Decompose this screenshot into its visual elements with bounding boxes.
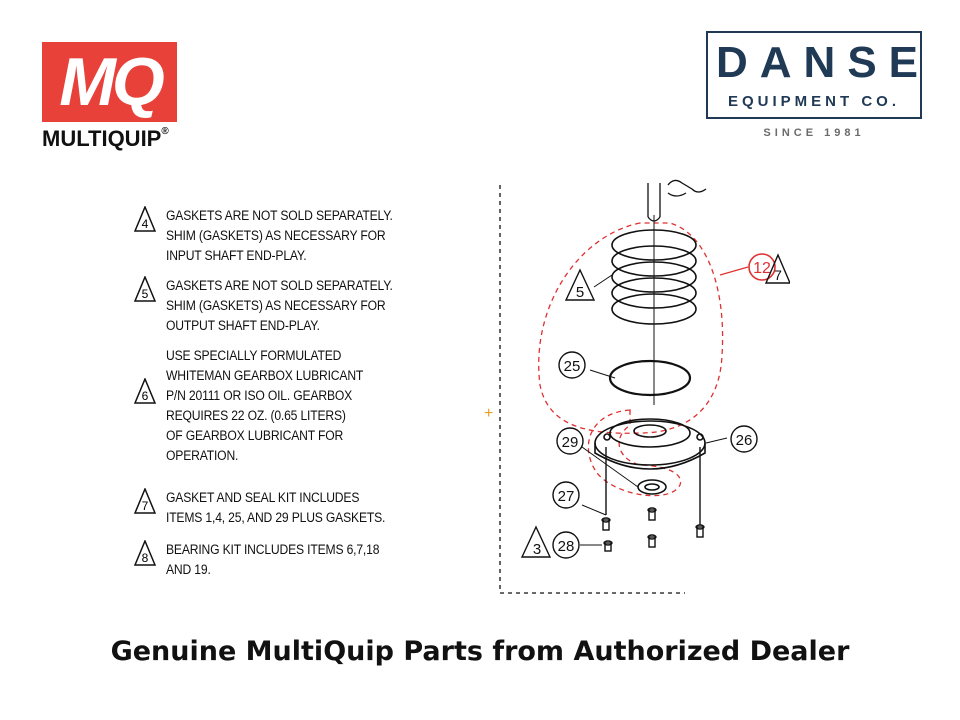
danse-name: DANSE: [716, 38, 931, 87]
danse-equipment-logo: DANSE EQUIPMENT CO. SINCE 1981: [706, 31, 928, 143]
danse-logo-border: [706, 31, 922, 119]
svg-text:28: 28: [558, 538, 575, 555]
o-ring-25: [608, 359, 692, 397]
callout-26: 26: [730, 425, 758, 453]
svg-text:5: 5: [576, 284, 584, 301]
callout-triangle-3: 3: [520, 525, 552, 558]
note-triangle-icon: 7: [134, 488, 156, 514]
plus-marker: +: [484, 405, 493, 422]
svg-text:7: 7: [142, 499, 149, 513]
callout-leader-lines: [580, 369, 728, 546]
note-text: GASKETS ARE NOT SOLD SEPARATELY. SHIM (G…: [166, 278, 393, 333]
note-triangle-icon: 8: [134, 540, 156, 566]
svg-text:6: 6: [142, 389, 149, 403]
callout-29: 29: [556, 427, 584, 455]
note-triangle-icon: 6: [134, 378, 156, 404]
svg-text:25: 25: [564, 358, 581, 375]
multiquip-wordmark: MULTIQUIP®: [42, 126, 169, 152]
danse-since: SINCE 1981: [763, 127, 865, 139]
svg-text:3: 3: [533, 541, 541, 558]
callout-triangle-7: 7: [764, 253, 790, 284]
svg-text:29: 29: [562, 434, 579, 451]
cap-screws: [601, 447, 705, 552]
bearing-cover-plate-26: [594, 418, 706, 470]
kit-group-outline-upper: [538, 222, 724, 434]
svg-text:27: 27: [558, 488, 575, 505]
note-text: GASKET AND SEAL KIT INCLUDES ITEMS 1,4, …: [166, 490, 386, 525]
note-triangle-icon: 5: [134, 276, 156, 302]
input-shaft-fragment: [647, 179, 707, 222]
gearbox-exploded-diagram: +: [484, 179, 790, 594]
mq-red-badge: [42, 42, 177, 122]
note-text: GASKETS ARE NOT SOLD SEPARATELY. SHIM (G…: [166, 208, 393, 263]
callout-12: 12: [748, 253, 776, 281]
callout-27: 27: [552, 481, 580, 509]
svg-text:26: 26: [736, 432, 753, 449]
mq-logo-letters: MQ: [59, 44, 165, 120]
svg-text:5: 5: [142, 287, 149, 301]
footer-tagline: Genuine MultiQuip Parts from Authorized …: [110, 636, 850, 667]
diagram-border-dashed-line: [499, 185, 685, 594]
registered-mark: ®: [161, 126, 169, 137]
shim-gasket-stack: [611, 215, 697, 405]
callout-28: 28: [552, 531, 580, 559]
multiquip-logo: MQ MULTIQUIP®: [42, 42, 182, 152]
callout-25: 25: [558, 351, 586, 379]
svg-text:7: 7: [774, 267, 782, 283]
kit-group-outline-lower: [587, 409, 681, 497]
callout-12-leader: [719, 266, 749, 276]
callout-triangle-5: 5: [564, 268, 613, 301]
danse-subtitle: EQUIPMENT CO.: [727, 93, 900, 110]
note-text: BEARING KIT INCLUDES ITEMS 6,7,18 AND 19…: [166, 542, 380, 577]
multiquip-wordmark-text: MULTIQUIP: [42, 126, 162, 151]
note-triangle-icon: 4: [134, 206, 156, 232]
note-text: USE SPECIALLY FORMULATED WHITEMAN GEARBO…: [166, 348, 364, 463]
svg-text:4: 4: [142, 217, 149, 231]
oil-seal-29: [637, 479, 667, 495]
svg-text:12: 12: [753, 260, 771, 277]
svg-text:8: 8: [142, 551, 149, 565]
